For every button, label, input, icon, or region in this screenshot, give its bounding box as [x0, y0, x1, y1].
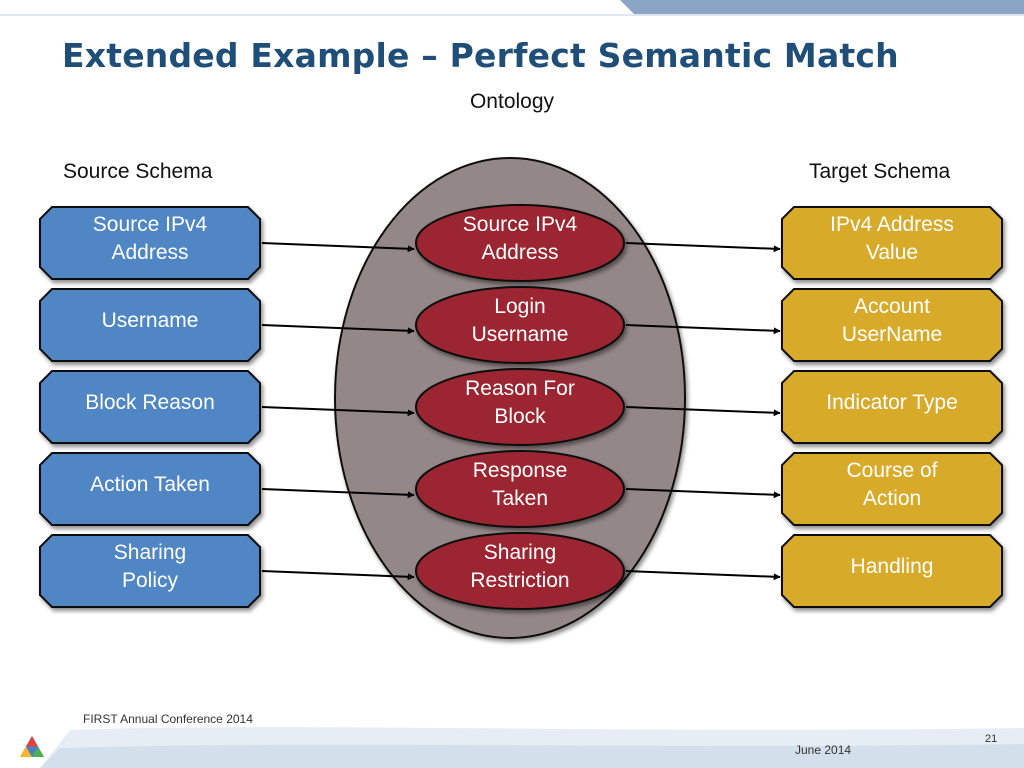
source-field-label-line: Policy	[121, 569, 179, 592]
mapping-arrow-ontology-to-target	[625, 242, 781, 253]
mapping-arrow-source-to-ontology	[261, 406, 415, 417]
source-field-label-line: Sharing	[113, 541, 187, 564]
target-field-box	[781, 452, 1003, 526]
target-field-label-line: Handling	[850, 555, 934, 578]
footer-conference: FIRST Annual Conference 2014	[83, 712, 253, 726]
source-field-label: Block Reason	[50, 389, 250, 417]
target-field-box	[781, 288, 1003, 362]
mapping-arrow-ontology-to-target	[625, 324, 781, 335]
source-field-label: Action Taken	[50, 471, 250, 499]
semantic-match-diagram	[39, 157, 1003, 639]
source-field-label-line: Username	[101, 309, 199, 332]
ontology-concept-node	[415, 368, 625, 446]
target-field-box	[781, 534, 1003, 608]
mapping-arrow-source-to-ontology	[261, 324, 415, 335]
target-field-label-line: IPv4 Address	[830, 213, 954, 236]
source-field-label-line: Source IPv4	[92, 213, 208, 236]
mapping-arrow-ontology-to-target	[625, 488, 781, 499]
mapping-arrow-source-to-ontology	[261, 488, 415, 499]
ontology-concept-label-line: Sharing	[483, 541, 557, 564]
ontology-concept-label-line: Username	[471, 323, 569, 346]
ontology-concept-label-line: Response	[472, 459, 568, 482]
target-field-label-line: Course of	[846, 459, 938, 482]
ontology-concept-label-line: Block	[494, 405, 546, 428]
ontology-concept-node	[415, 450, 625, 528]
target-field-label: Course of Action	[792, 457, 992, 513]
target-field-label-line: Indicator Type	[826, 391, 958, 414]
footer-date: June 2014	[795, 743, 852, 757]
mapping-arrow-source-to-ontology	[261, 570, 415, 581]
target-field-box	[781, 370, 1003, 444]
target-field-label-line: UserName	[841, 323, 943, 346]
conference-logo-icon	[20, 736, 44, 757]
source-schema-label: Source Schema	[63, 160, 213, 183]
target-field-label: Handling	[792, 553, 992, 581]
slide-title: Extended Example – Perfect Semantic Matc…	[62, 36, 899, 75]
ontology-label: Ontology	[469, 90, 555, 113]
mapping-arrow-source-to-ontology	[261, 242, 415, 253]
ontology-concept-label-line: Login	[494, 295, 546, 318]
source-field-label-line: Block Reason	[85, 391, 215, 414]
ontology-concept-label-line: Reason For	[465, 377, 575, 400]
ontology-concept-node	[415, 204, 625, 282]
target-field-box	[781, 206, 1003, 280]
ontology-concept-label-line: Restriction	[470, 569, 570, 592]
source-field-box	[39, 206, 261, 280]
mapping-arrow-ontology-to-target	[625, 406, 781, 417]
source-field-label-line: Address	[111, 241, 189, 264]
ontology-concept-label-line: Taken	[491, 487, 549, 510]
target-field-label: Indicator Type	[792, 389, 992, 417]
footer-band	[40, 727, 1024, 768]
source-field-label: Username	[50, 307, 250, 335]
target-field-label-line: Value	[865, 241, 919, 264]
source-field-box	[39, 288, 261, 362]
source-field-box	[39, 370, 261, 444]
mapping-arrow-ontology-to-target	[625, 570, 781, 581]
ontology-concept-label-line: Address	[481, 241, 559, 264]
ontology-concept-label-line: Source IPv4	[462, 213, 578, 236]
header-accent-bar	[0, 0, 1024, 16]
ontology-concept-node	[415, 286, 625, 364]
target-schema-label: Target Schema	[809, 160, 951, 183]
source-field-box	[39, 534, 261, 608]
target-field-label-line: Account	[854, 295, 930, 318]
page-number: 21	[985, 733, 998, 745]
ontology-concept-node	[415, 532, 625, 610]
source-field-box	[39, 452, 261, 526]
target-field-label-line: Action	[862, 487, 922, 510]
source-field-label-line: Action Taken	[90, 473, 210, 496]
